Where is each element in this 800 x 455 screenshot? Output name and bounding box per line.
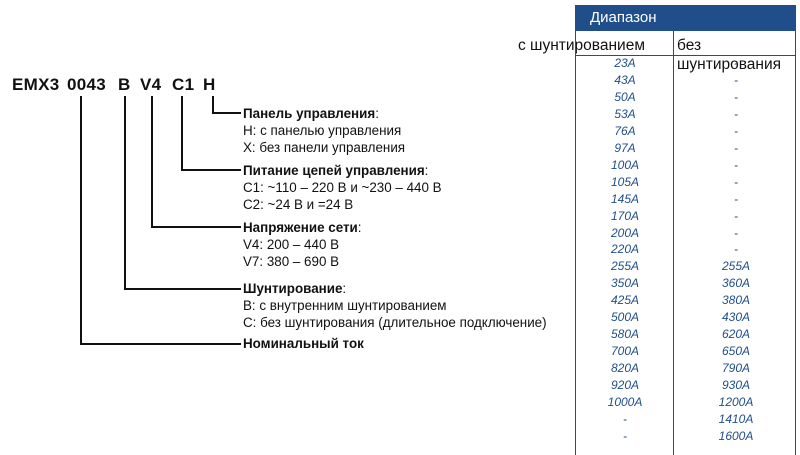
range-cell-bypass: 50A bbox=[614, 89, 636, 104]
column-label-no-bypass-2: шунтирования bbox=[677, 56, 782, 73]
section-panel-title: Панель управления bbox=[243, 106, 376, 121]
section-panel-line-1: H: с панелью управления bbox=[243, 123, 402, 138]
table-border-left bbox=[575, 5, 576, 455]
section-voltage-colon: : bbox=[357, 220, 362, 235]
range-cell-bypass: 200A bbox=[610, 225, 640, 240]
table-header-underline bbox=[575, 55, 796, 56]
range-cell-no-bypass: 650A bbox=[721, 344, 751, 359]
range-cell-bypass: 170A bbox=[610, 208, 640, 223]
section-bypass: Шунтирование: B: с внутренним шунтирован… bbox=[243, 280, 547, 331]
code-part-current: 0043 bbox=[67, 75, 107, 94]
bracket-bypass-horizontal bbox=[124, 288, 241, 290]
table-column-divider bbox=[673, 31, 674, 455]
range-table-header: Диапазон bbox=[576, 5, 796, 31]
code-part-voltage: V4 bbox=[140, 75, 162, 94]
range-cell-no-bypass: 1410A bbox=[718, 411, 754, 426]
range-cell-bypass: 100A bbox=[610, 157, 640, 172]
section-bypass-title: Шунтирование bbox=[243, 281, 343, 296]
code-part-bypass: B bbox=[118, 75, 131, 94]
code-part-series: EMX3 bbox=[12, 75, 60, 94]
range-cell-no-bypass: - bbox=[734, 89, 738, 104]
range-cell-bypass: - bbox=[623, 411, 627, 426]
bracket-voltage-vertical bbox=[151, 96, 153, 228]
section-voltage: Напряжение сети: V4: 200 – 440 В V7: 380… bbox=[243, 219, 362, 270]
bracket-current-horizontal bbox=[80, 343, 241, 345]
section-bypass-line-1: B: с внутренним шунтированием bbox=[243, 298, 447, 313]
range-cell-bypass: 350A bbox=[610, 276, 640, 291]
range-cell-bypass: 97A bbox=[614, 140, 636, 155]
range-cell-bypass: 76A bbox=[614, 123, 636, 138]
range-cell-no-bypass: - bbox=[734, 174, 738, 189]
range-cell-no-bypass: - bbox=[734, 191, 738, 206]
range-cell-no-bypass: 380A bbox=[721, 293, 751, 308]
range-cell-no-bypass: - bbox=[734, 208, 738, 223]
section-panel-colon: : bbox=[375, 106, 379, 121]
range-cell-bypass: 425A bbox=[610, 293, 640, 308]
range-cell-bypass: 105A bbox=[610, 174, 640, 189]
range-cell-bypass: 1000A bbox=[607, 395, 643, 409]
range-cell-bypass: 700A bbox=[610, 344, 640, 359]
range-cell-no-bypass: 620A bbox=[721, 327, 751, 342]
code-part-panel: H bbox=[203, 75, 216, 94]
range-cell-bypass: 580A bbox=[610, 327, 640, 342]
range-cell-bypass: - bbox=[623, 428, 627, 443]
section-control-supply-line-2: C2: ~24 В и =24 В bbox=[243, 197, 354, 212]
bracket-panel-horizontal bbox=[212, 112, 241, 114]
range-cell-no-bypass: - bbox=[734, 123, 738, 138]
section-voltage-line-2: V7: 380 – 690 В bbox=[243, 254, 340, 269]
section-current: Номинальный ток bbox=[243, 335, 364, 352]
section-panel-line-2: X: без панели управления bbox=[243, 140, 406, 155]
range-cell-no-bypass: - bbox=[734, 106, 738, 121]
bracket-current-vertical bbox=[80, 96, 82, 345]
bracket-control-vertical bbox=[181, 96, 183, 171]
bracket-panel-vertical bbox=[212, 96, 214, 114]
bracket-bypass-vertical bbox=[124, 96, 126, 290]
bracket-voltage-horizontal bbox=[151, 226, 241, 228]
range-cell-bypass: 500A bbox=[610, 310, 640, 325]
range-cell-bypass: 820A bbox=[610, 361, 640, 376]
range-cell-no-bypass: - bbox=[734, 242, 738, 257]
range-cell-bypass: 220A bbox=[610, 242, 640, 257]
section-bypass-colon: : bbox=[342, 281, 347, 296]
range-cell-bypass: 53A bbox=[614, 106, 636, 121]
section-control-supply-colon: : bbox=[424, 163, 429, 178]
section-current-title: Номинальный ток bbox=[243, 336, 364, 351]
section-control-supply-line-1: C1: ~110 – 220 В и ~230 – 440 В bbox=[243, 180, 442, 195]
range-cell-no-bypass: 255A bbox=[721, 259, 751, 274]
section-voltage-title: Напряжение сети bbox=[243, 220, 358, 235]
range-cell-no-bypass: 790A bbox=[721, 361, 751, 376]
range-cell-bypass: 920A bbox=[610, 378, 640, 393]
range-cell-bypass: 255A bbox=[610, 259, 640, 274]
range-cell-no-bypass: - bbox=[734, 140, 738, 155]
table-border-right bbox=[795, 5, 796, 455]
range-cell-bypass: 43A bbox=[614, 72, 636, 87]
code-part-control-supply: C1 bbox=[172, 75, 195, 94]
range-cell-no-bypass: - bbox=[734, 56, 738, 70]
range-cell-no-bypass: 1200A bbox=[718, 395, 754, 409]
range-cell-no-bypass: 430A bbox=[721, 310, 751, 325]
section-panel: Панель управления: H: с панелью управлен… bbox=[243, 105, 405, 156]
column-label-no-bypass-1: без bbox=[677, 37, 702, 54]
range-cell-bypass: 145A bbox=[610, 191, 640, 206]
bracket-control-horizontal bbox=[181, 169, 241, 171]
range-cell-no-bypass: 930A bbox=[721, 378, 751, 393]
section-control-supply: Питание цепей управления: C1: ~110 – 220… bbox=[243, 162, 442, 213]
section-bypass-line-2: C: без шунтирования (длительное подключе… bbox=[243, 315, 547, 330]
range-cell-no-bypass: - bbox=[734, 72, 738, 87]
section-control-supply-title: Питание цепей управления bbox=[243, 163, 425, 178]
range-cell-bypass: 23A bbox=[614, 56, 636, 70]
section-voltage-line-1: V4: 200 – 440 В bbox=[243, 237, 340, 252]
column-label-bypass: с шунтированием bbox=[518, 37, 645, 54]
range-cell-no-bypass: 1600A bbox=[718, 428, 754, 443]
range-cell-no-bypass: - bbox=[734, 225, 738, 240]
range-cell-no-bypass: 360A bbox=[721, 276, 751, 291]
range-cell-no-bypass: - bbox=[734, 157, 738, 172]
